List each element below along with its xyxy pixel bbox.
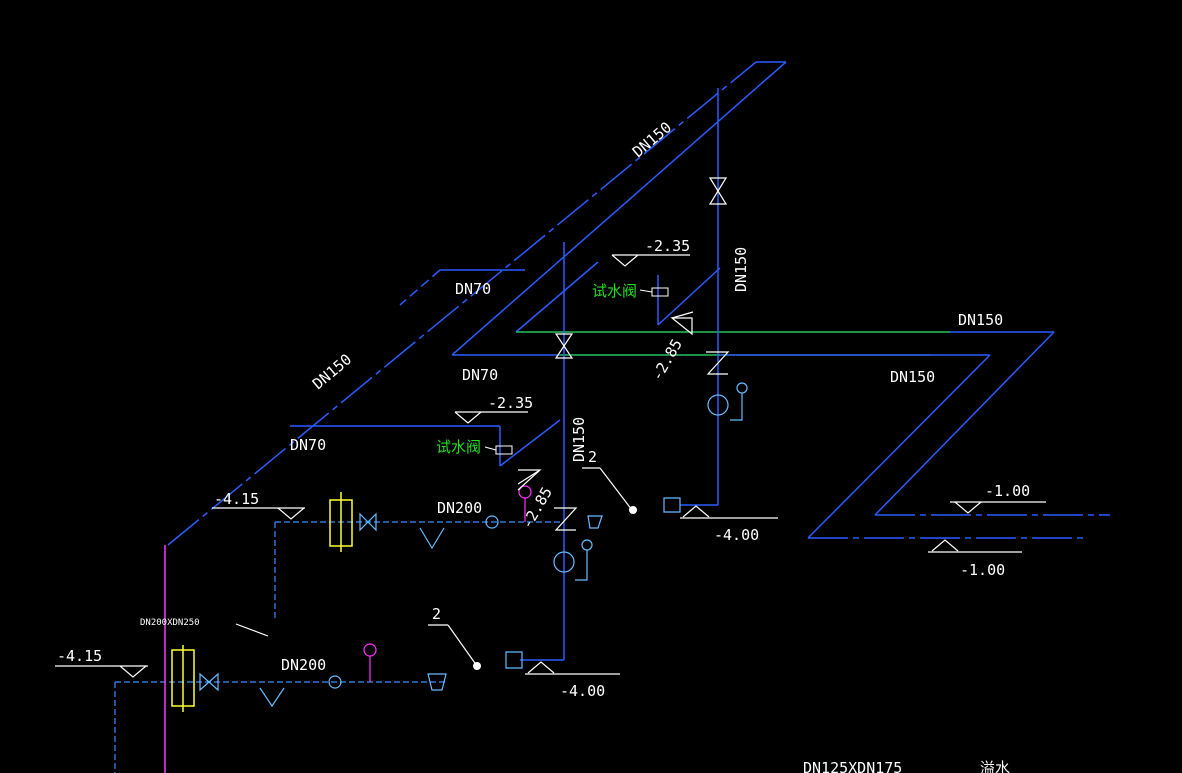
green-lines bbox=[516, 331, 950, 356]
label-dn70-upper: DN70 bbox=[455, 280, 491, 298]
label-dn70-lower: DN70 bbox=[290, 436, 326, 454]
flange-icon bbox=[171, 492, 353, 712]
gate-valve-icon bbox=[199, 497, 681, 708]
label-dn150-vert-right: DN150 bbox=[732, 247, 750, 292]
label-dn200-upper: DN200 bbox=[437, 499, 482, 517]
elevation-label: -4.00 bbox=[560, 682, 605, 700]
dn200-line-lower bbox=[114, 681, 445, 773]
callout-leaders bbox=[235, 467, 633, 667]
valve-icon bbox=[554, 177, 728, 359]
dn200-line-upper bbox=[274, 521, 560, 620]
elevation-label: -4.15 bbox=[214, 490, 259, 508]
check-valve-icon bbox=[554, 351, 730, 531]
label-reducer: DN200XDN250 bbox=[140, 618, 200, 628]
elevation-label: -1.00 bbox=[985, 482, 1030, 500]
meter-icon bbox=[553, 382, 748, 581]
label-dn150-right-upper: DN150 bbox=[958, 311, 1003, 329]
elevation-markers bbox=[55, 254, 1046, 678]
elevation-label: -4.15 bbox=[57, 647, 102, 665]
elevation-label: -1.00 bbox=[960, 561, 1005, 579]
callout-dot bbox=[473, 506, 637, 670]
label-test-valve-1: 试水阀 bbox=[592, 282, 637, 300]
label-dn150-top: DN150 bbox=[629, 118, 675, 161]
label-dn150-vert-mid: DN150 bbox=[570, 417, 588, 462]
dn70-branch-upper bbox=[399, 261, 1054, 356]
label-dn150-right-lower: DN150 bbox=[890, 368, 935, 386]
callout-number: 2 bbox=[432, 605, 441, 623]
elevation-label: -2.85 bbox=[518, 484, 556, 532]
elevation-label: -4.00 bbox=[714, 526, 759, 544]
elevation-label: -2.85 bbox=[648, 336, 686, 384]
label-dn200-lower: DN200 bbox=[281, 656, 326, 674]
z-pipe bbox=[720, 331, 1110, 539]
middle-riser bbox=[290, 242, 565, 661]
elevation-label: -2.35 bbox=[645, 237, 690, 255]
test-valve-marker bbox=[484, 287, 669, 455]
label-test-valve-2: 试水阀 bbox=[436, 438, 481, 456]
label-dn70-mid: DN70 bbox=[462, 366, 498, 384]
right-riser bbox=[657, 88, 721, 506]
label-bottom-right: 溢水 bbox=[980, 759, 1010, 773]
callout-number: 2 bbox=[588, 448, 597, 466]
pressure-gauge-icon bbox=[363, 485, 532, 682]
elevation-label: -2.35 bbox=[488, 394, 533, 412]
label-dn150-diag: DN150 bbox=[309, 350, 355, 393]
label-bottom-text: DN125XDN175 bbox=[803, 759, 902, 773]
main-diagonal-pipe bbox=[167, 61, 787, 546]
